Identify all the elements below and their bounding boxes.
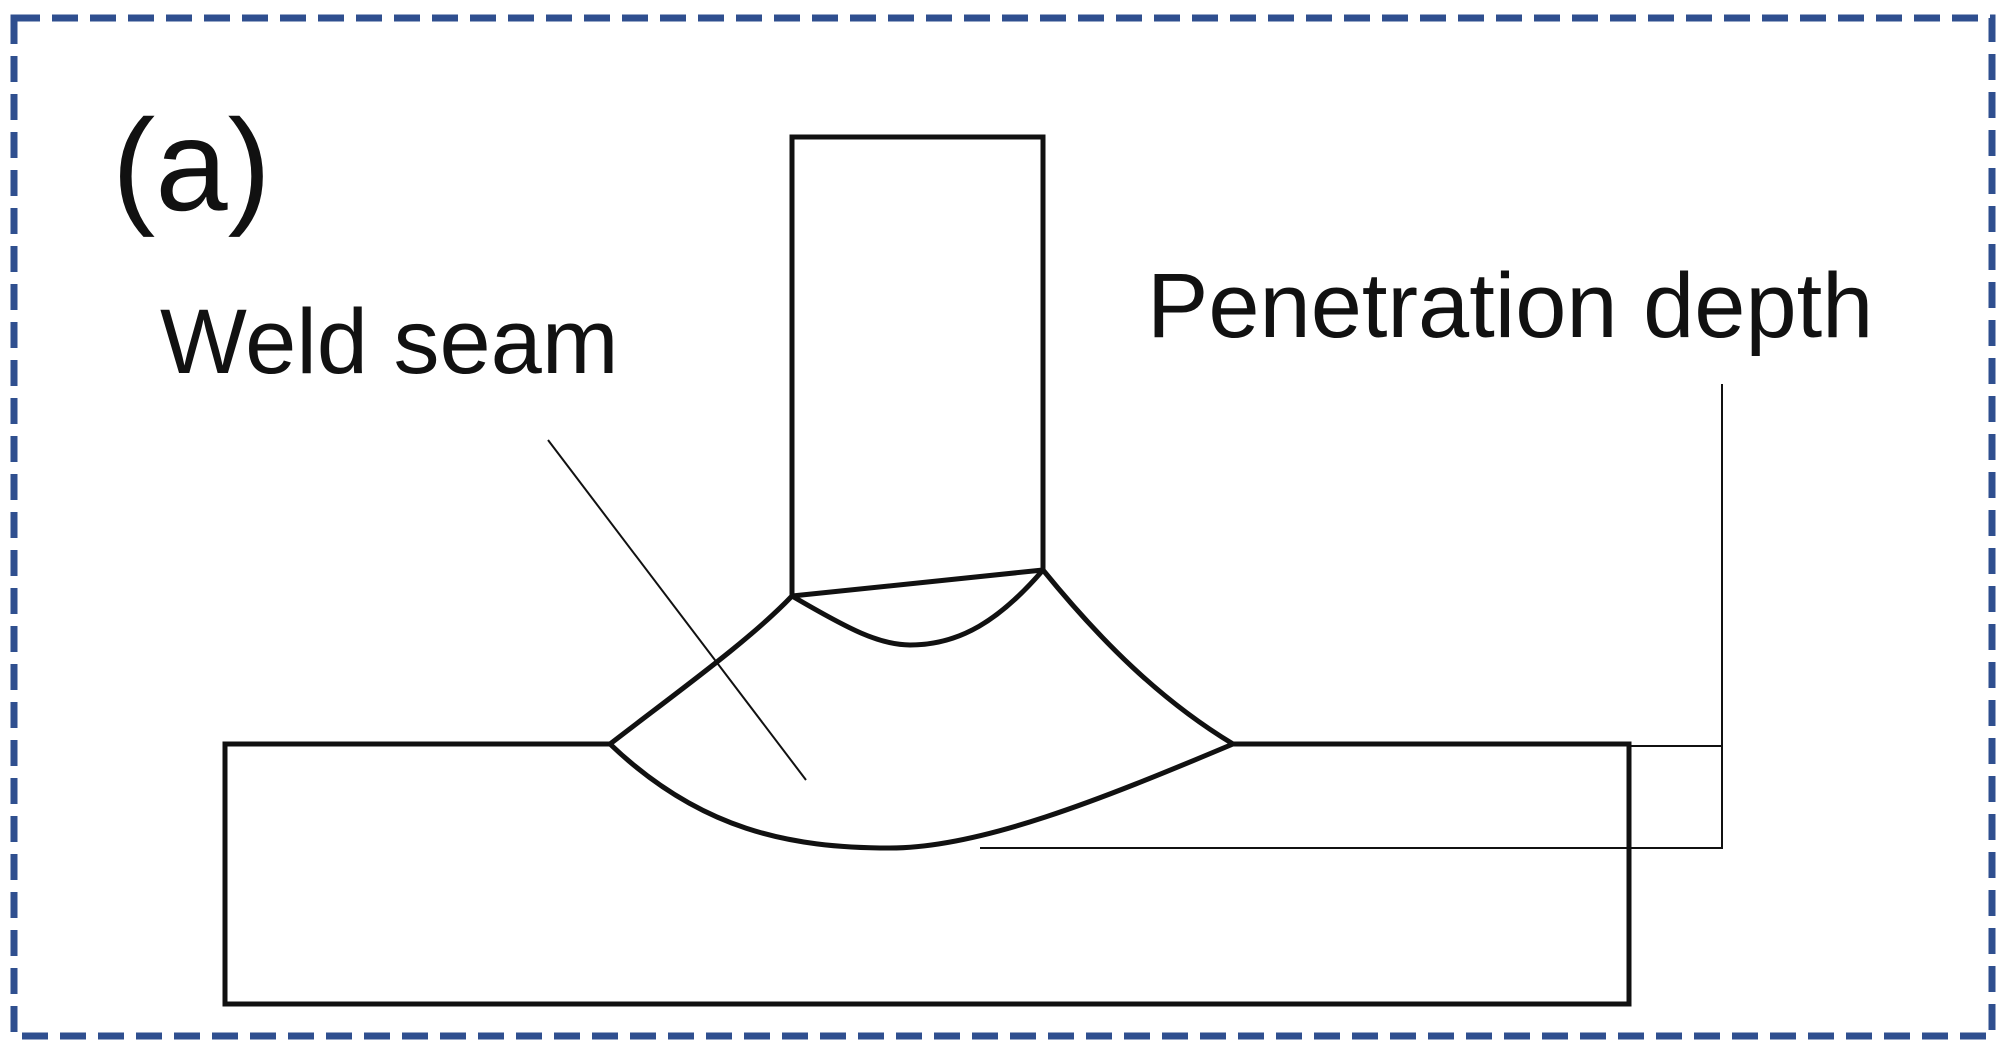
weld-bead-outline	[607, 567, 1236, 851]
vertical-plate-foot	[789, 137, 1046, 596]
weld-seam-label: Weld seam	[160, 291, 619, 393]
weld-root-curve	[790, 568, 1045, 648]
weld-seam-leader	[547, 439, 807, 781]
panel-label: (a)	[112, 92, 271, 238]
penetration-depth-label: Penetration depth	[1147, 255, 1874, 357]
dashed-frame	[10, 14, 1996, 1040]
vertical-plate	[789, 134, 1046, 599]
penetration-depth-bracket	[980, 745, 1723, 849]
